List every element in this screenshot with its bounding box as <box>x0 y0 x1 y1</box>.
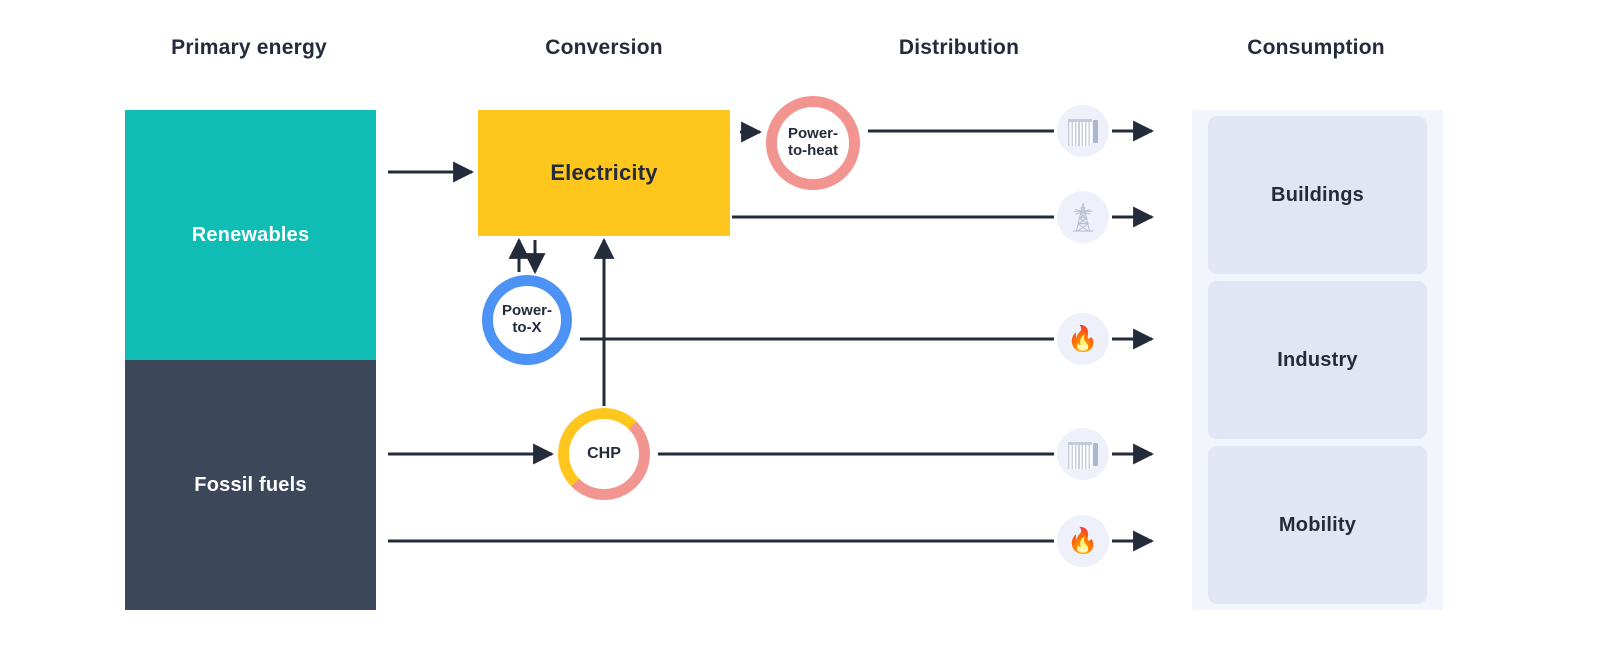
column-heading-primary-energy: Primary energy <box>171 36 327 59</box>
node-power-to-heat[interactable]: Power- to-heat <box>766 96 860 190</box>
column-heading-conversion: Conversion <box>545 36 663 59</box>
primary-band-fossil-fuels[interactable]: Fossil fuels <box>125 360 376 610</box>
node-power-to-x[interactable]: Power- to-X <box>482 275 572 365</box>
flame-glyph: 🔥 <box>1067 324 1099 353</box>
primary-band-renewables-label: Renewables <box>191 223 310 246</box>
node-chp[interactable]: CHP <box>558 408 650 500</box>
node-chp-label: CHP <box>587 445 621 463</box>
flame-icon: 🔥 <box>1057 515 1109 567</box>
pylon-icon <box>1057 191 1109 243</box>
column-heading-distribution: Distribution <box>898 36 1020 59</box>
consumption-card-buildings[interactable]: Buildings <box>1208 116 1427 274</box>
primary-band-renewables[interactable]: Renewables <box>125 110 376 360</box>
radiator-icon <box>1057 105 1109 157</box>
consumption-card-industry-label: Industry <box>1277 348 1358 371</box>
consumption-card-buildings-label: Buildings <box>1271 183 1364 206</box>
flame-glyph: 🔥 <box>1067 526 1099 555</box>
consumption-card-industry[interactable]: Industry <box>1208 281 1427 439</box>
radiator-glyph <box>1068 119 1098 146</box>
node-power-to-heat-label: Power- to-heat <box>787 125 838 159</box>
consumption-card-mobility[interactable]: Mobility <box>1208 446 1427 604</box>
radiator-icon <box>1057 428 1109 480</box>
primary-energy-stack: Renewables Fossil fuels <box>125 110 376 610</box>
column-heading-consumption: Consumption <box>1247 36 1385 59</box>
pylon-glyph <box>1072 202 1094 232</box>
node-electricity[interactable]: Electricity <box>478 110 730 236</box>
consumption-card-mobility-label: Mobility <box>1278 513 1357 536</box>
consumption-panel: Buildings Industry Mobility <box>1192 110 1443 610</box>
node-power-to-x-label: Power- to-X <box>501 302 552 336</box>
node-electricity-label: Electricity <box>550 160 658 185</box>
radiator-glyph <box>1068 442 1098 469</box>
primary-band-fossil-fuels-label: Fossil fuels <box>194 473 307 496</box>
flame-icon: 🔥 <box>1057 313 1109 365</box>
